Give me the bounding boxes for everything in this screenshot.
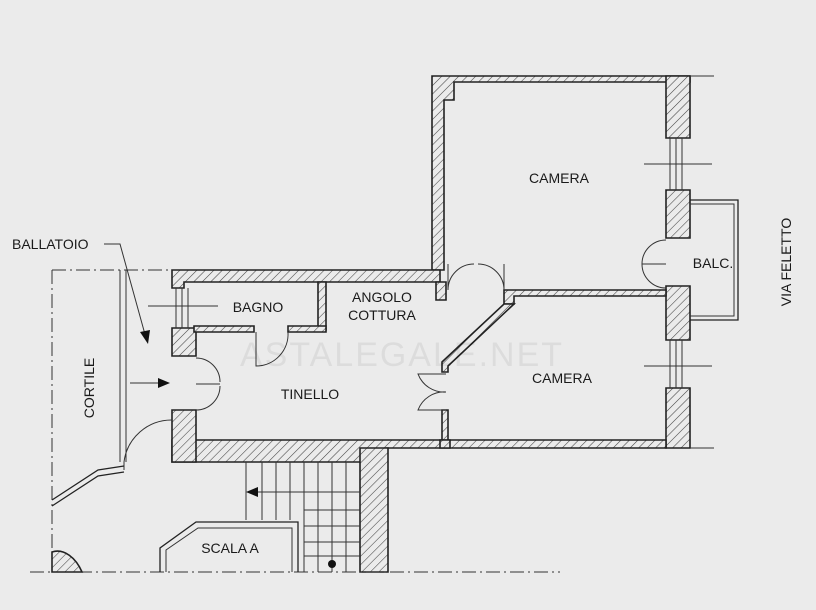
label-courtyard: CORTILE [81, 358, 97, 418]
gallery-arrow-icon [140, 330, 150, 344]
wall-bath-kitchen [317, 281, 327, 331]
stair-arrow-icon [246, 487, 258, 497]
label-balcony: BALC. [693, 255, 733, 271]
label-gallery: BALLATOIO [12, 236, 89, 252]
balcony-outline [690, 199, 739, 321]
wall-east-pier-lower [665, 285, 691, 341]
wall-courtyard-corner [51, 550, 84, 573]
wall-west-pier [171, 327, 197, 357]
wall-north-bath [171, 269, 441, 289]
wall-bath-south-a [193, 325, 255, 333]
wall-bath-south-b [287, 325, 327, 333]
windows [148, 138, 712, 388]
wall-corner-sw [439, 439, 451, 449]
wall-east-top [665, 75, 691, 139]
label-living: TINELLO [281, 386, 339, 402]
watermark: ASTALEGALE.NET [240, 336, 564, 374]
wall-bedroom-west [441, 409, 449, 441]
label-camera-bottom: CAMERA [532, 370, 593, 386]
wall-stair-east [359, 447, 389, 573]
label-bathroom: BAGNO [233, 299, 284, 315]
wall-diagonal [441, 303, 517, 373]
label-stairs: SCALA A [201, 540, 259, 556]
wall-kitchen-corner [435, 281, 447, 301]
walls [171, 75, 691, 573]
entry-arrows [104, 243, 170, 388]
stairs [159, 462, 360, 572]
label-kitchen-line1: ANGOLO [352, 289, 412, 305]
wall-east-pier-upper [665, 189, 691, 239]
label-street: VIA FELETTO [778, 218, 794, 307]
label-camera-top: CAMERA [529, 170, 590, 186]
stair-start-dot [328, 560, 336, 568]
label-kitchen-line2: COTTURA [348, 307, 416, 323]
entry-arrow-icon [158, 378, 170, 388]
courtyard-lines [30, 269, 560, 573]
wall-east-bottom [665, 387, 691, 449]
wall-west-bottom [171, 409, 197, 463]
wall-south [171, 439, 667, 463]
wall-bedroom-north [503, 289, 667, 305]
